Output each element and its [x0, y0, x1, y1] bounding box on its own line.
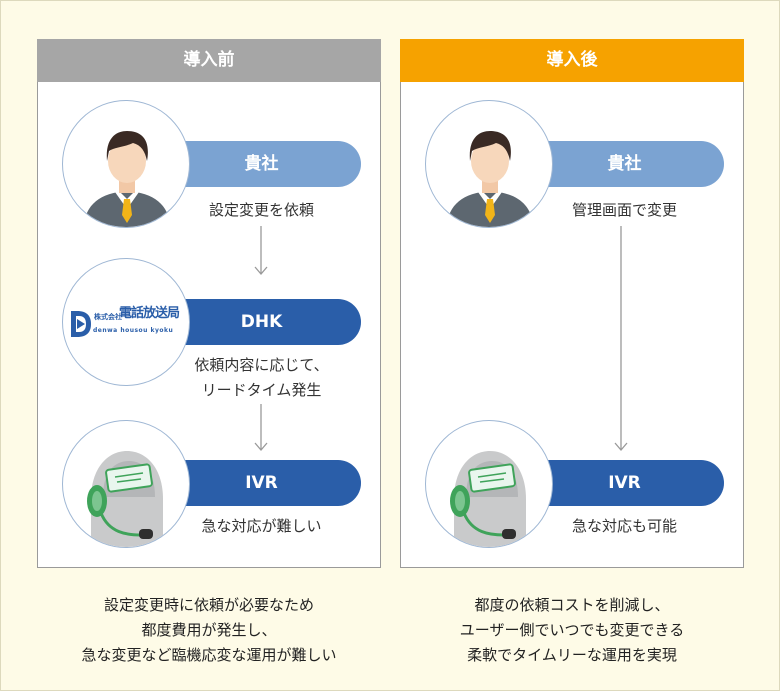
after-header: 導入後 [400, 39, 744, 82]
dhk-logo-kana: 株式会社 [94, 313, 122, 321]
after-panel: 導入後 貴社 管理画面で変更 IVR [400, 39, 744, 568]
before-summary: 設定変更時に依頼が必要なため 都度費用が発生し、 急な変更など臨機応変な運用が難… [37, 593, 381, 668]
before-ivr-pill: IVR [162, 460, 361, 506]
after-summary-line: 柔軟でタイムリーな運用を実現 [467, 646, 677, 664]
dhk-logo-name: 電話放送局 [119, 306, 180, 321]
before-summary-line: 都度費用が発生し、 [141, 621, 277, 639]
before-panel: 導入前 貴社 設定変更を依頼 DHK 株式会社 電 [37, 39, 381, 568]
after-step3-caption: 急な対応も可能 [571, 517, 677, 535]
before-step3-caption: 急な対応が難しい [201, 517, 322, 535]
before-dhk-pill: DHK [162, 299, 361, 345]
after-ivr-pill: IVR [525, 460, 724, 506]
after-summary-line: ユーザー側でいつでも変更できる [459, 621, 685, 639]
dhk-logo: 株式会社 電話放送局 denwa housou kyoku [62, 258, 190, 386]
after-summary-line: 都度の依頼コストを削減し、 [474, 596, 670, 614]
ivr-robot-icon [62, 420, 190, 548]
businessman-icon [425, 100, 553, 228]
dhk-logo-roman: denwa housou kyoku [93, 327, 174, 334]
after-company-pill: 貴社 [525, 141, 724, 187]
before-step2-caption-2: リードタイム発生 [201, 381, 322, 399]
down-arrow-icon [254, 404, 268, 451]
after-summary: 都度の依頼コストを削減し、 ユーザー側でいつでも変更できる 柔軟でタイムリーな運… [400, 593, 744, 668]
before-header: 導入前 [37, 39, 381, 82]
ivr-robot-icon [425, 420, 553, 548]
before-summary-line: 急な変更など臨機応変な運用が難しい [81, 646, 337, 664]
businessman-icon [62, 100, 190, 228]
down-arrow-icon [614, 226, 628, 451]
before-summary-line: 設定変更時に依頼が必要なため [103, 596, 314, 614]
before-company-pill: 貴社 [162, 141, 361, 187]
before-step2-caption-1: 依頼内容に応じて、 [194, 356, 329, 374]
down-arrow-icon [254, 226, 268, 275]
after-step1-caption: 管理画面で変更 [571, 201, 677, 219]
before-step1-caption: 設定変更を依頼 [208, 201, 314, 219]
